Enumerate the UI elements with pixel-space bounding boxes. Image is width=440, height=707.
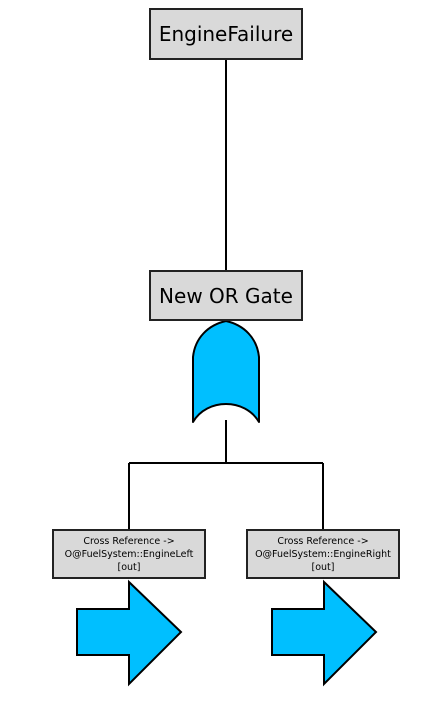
transfer-right-line2: O@FuelSystem::EngineRight xyxy=(255,548,391,560)
transfer-box-right[interactable]: Cross Reference -> O@FuelSystem::EngineR… xyxy=(246,529,400,579)
transfer-arrow-icon-left[interactable] xyxy=(76,579,183,687)
top-event-label: EngineFailure xyxy=(158,22,294,46)
or-gate-box[interactable]: New OR Gate xyxy=(149,270,303,321)
transfer-right-line3: [out] xyxy=(311,561,335,573)
transfer-left-line2: O@FuelSystem::EngineLeft xyxy=(64,548,194,560)
or-gate-icon[interactable] xyxy=(192,320,260,423)
transfer-left-line1: Cross Reference -> xyxy=(83,535,175,547)
transfer-right-line1: Cross Reference -> xyxy=(277,535,369,547)
transfer-box-left[interactable]: Cross Reference -> O@FuelSystem::EngineL… xyxy=(52,529,206,579)
transfer-arrow-icon-right[interactable] xyxy=(271,579,378,687)
transfer-left-line3: [out] xyxy=(117,561,141,573)
top-event-box[interactable]: EngineFailure xyxy=(149,8,303,60)
gate-label: New OR Gate xyxy=(159,283,293,308)
